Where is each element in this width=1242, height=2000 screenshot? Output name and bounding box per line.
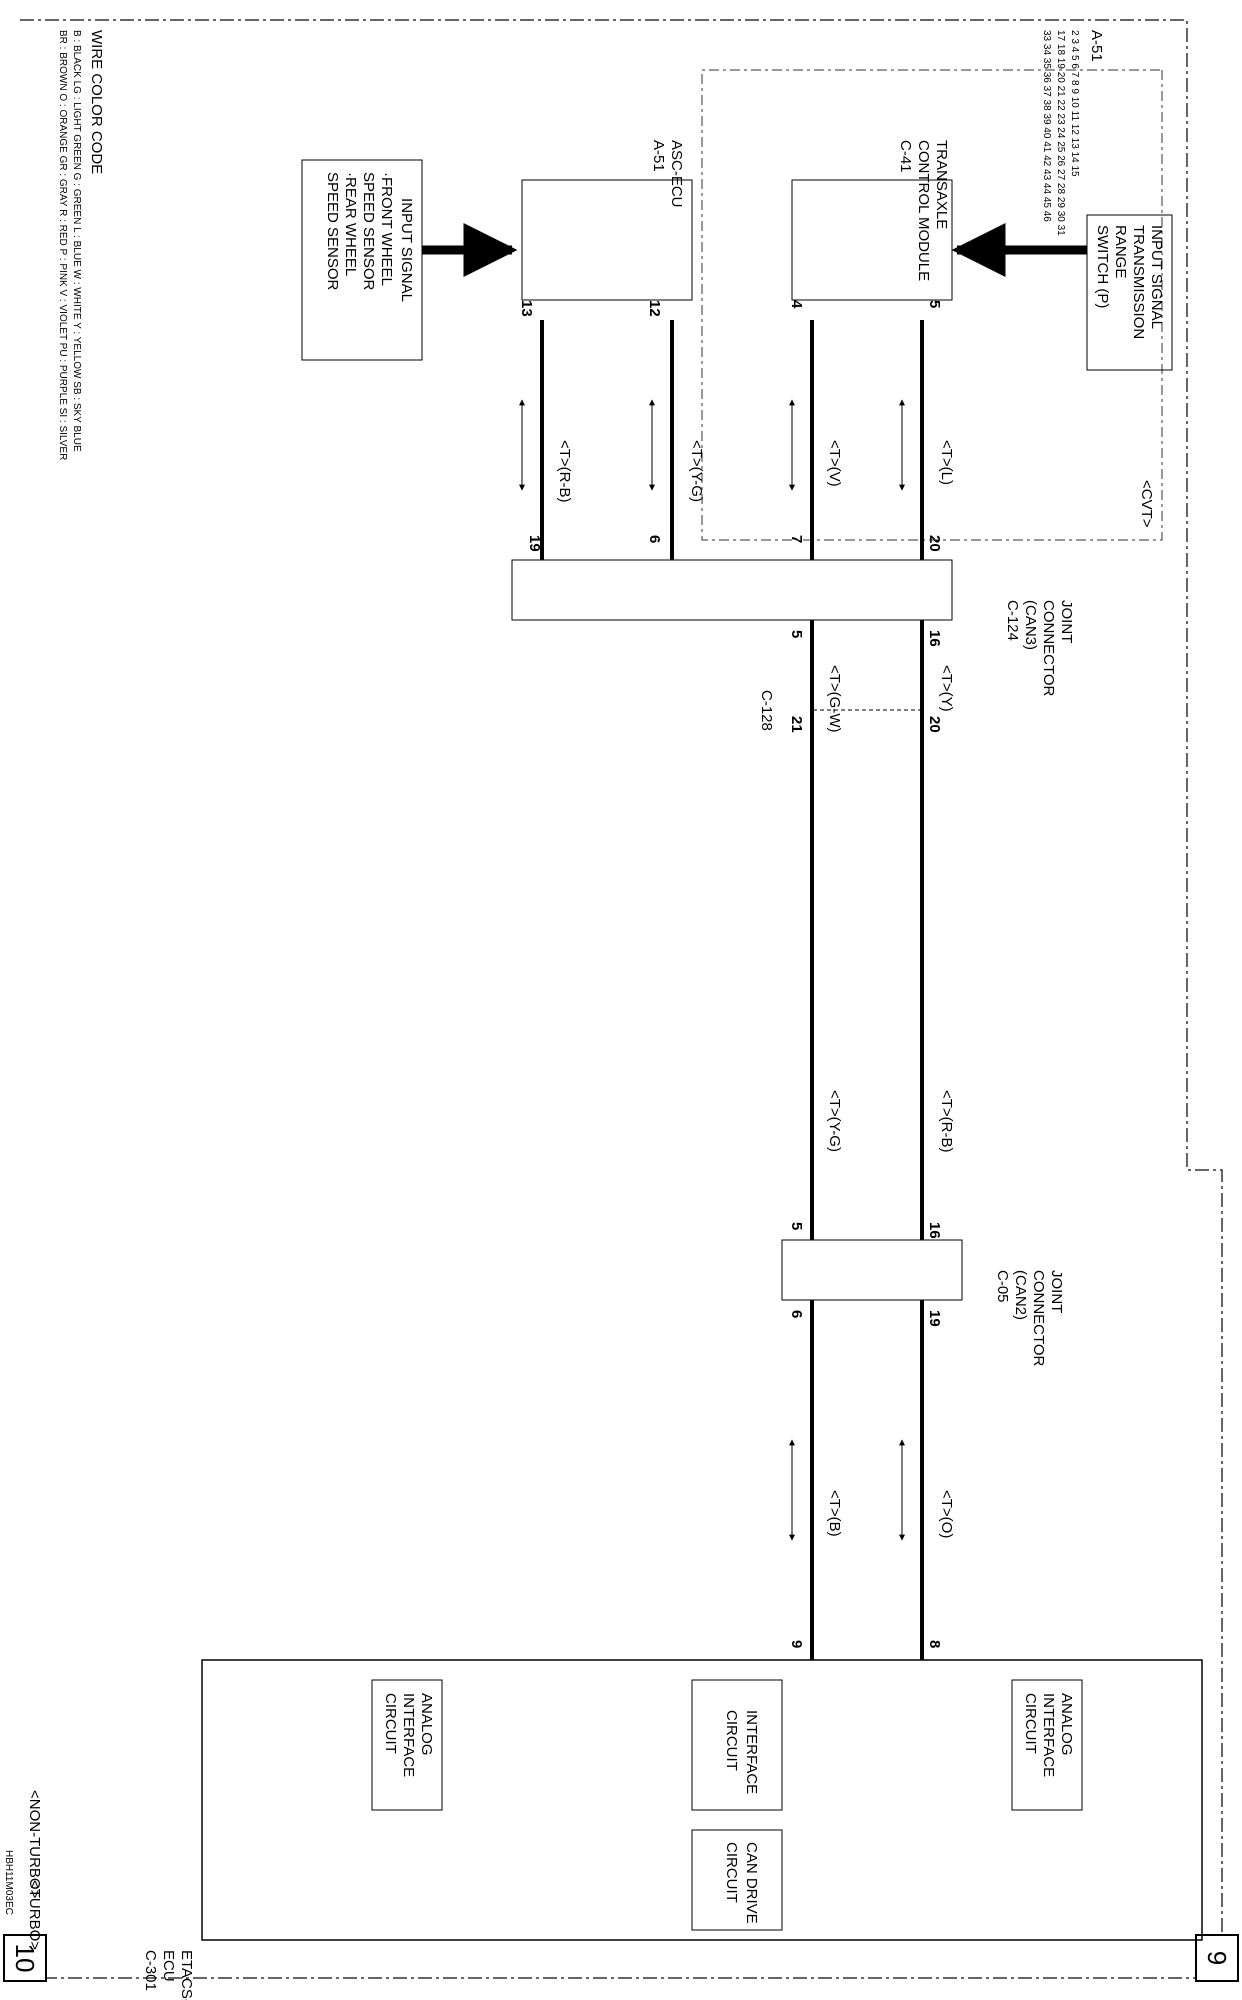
tcm-label: TRANSAXLE [933, 140, 950, 229]
pin-label: 20 [926, 535, 943, 552]
joint-can3-label: (CAN3) [1022, 600, 1039, 650]
wire-label: <T>(R-B) [556, 440, 573, 503]
analog-label: CIRCUIT [1022, 1693, 1039, 1754]
analog-label: CIRCUIT [382, 1693, 399, 1754]
analog-label: INTERFACE [1040, 1693, 1057, 1777]
transmission-range-switch [1086, 214, 1173, 371]
pin-label: 12 [646, 300, 663, 317]
wheel-input: ·FRONT WHEEL [378, 172, 395, 286]
range-switch-label: RANGE [1112, 225, 1129, 278]
pin-label: 6 [646, 535, 663, 543]
interface-label: CIRCUIT [723, 1710, 740, 1771]
pin-label: 9 [788, 1640, 805, 1648]
pin-label: 6 [788, 1310, 805, 1318]
joint-connector-can3 [511, 559, 953, 621]
asc-conn: A-51 [650, 140, 667, 172]
analog-interface-circuit-right [371, 1679, 443, 1811]
wheel-input: ·REAR WHEEL [342, 172, 359, 276]
connector-charts: A-51 2 3 4 5 6 7 8 9 10 11 12 13 14 15 1… [3, 30, 1105, 1915]
etacs-ecu-box [201, 1659, 1203, 1941]
range-switch-label: INPUT SIGNAL [1148, 225, 1165, 329]
joint-can3-label: CONNECTOR [1040, 600, 1057, 697]
page-10-variant: <TURBO> [26, 1880, 43, 1950]
conn-a51-row: 2 3 4 5 6 7 8 9 10 11 12 13 14 15 [1069, 30, 1080, 177]
analog-interface-circuit-left [1011, 1679, 1083, 1811]
pin-label: 21 [788, 716, 805, 733]
doc-code: HBH11M03EC [3, 1850, 14, 1915]
analog-label: ANALOG [1058, 1693, 1075, 1756]
wire-label: <T>(Y-G) [688, 440, 705, 502]
wire-label: <T>(L) [938, 440, 955, 485]
page-9-frame [20, 19, 1223, 1979]
pin-label: 19 [526, 535, 543, 552]
wheel-speed-input-box [301, 159, 423, 361]
page-10-turbo: 10 <TURBO> [3, 1880, 47, 1982]
analog-label: INTERFACE [400, 1693, 417, 1777]
page-9-variant: <NON-TURBO> [26, 1790, 43, 1899]
pin-label: 5 [788, 630, 805, 638]
page-9-non-turbo: 9 <NON-TURBO> ETACS- ECU C-301 ANALOG IN… [20, 19, 1239, 2000]
analog-label: ANALOG [418, 1693, 435, 1756]
wire-label: <T>(B) [826, 1490, 843, 1537]
cvt-dashed-region [701, 69, 1163, 541]
wire-label: <T>(Y-G) [826, 1090, 843, 1152]
joint-can3-conn: C-124 [1004, 600, 1021, 641]
conn-a51-row: 33 34 35 36 37 38 39 40 41 42 43 44 45 4… [1041, 30, 1052, 222]
joint-can2-conn: C-05 [994, 1270, 1011, 1303]
pin-label: 7 [788, 535, 805, 543]
joint-connector-can2 [781, 1239, 963, 1301]
pin-label: 19 [926, 1310, 943, 1327]
can-drive-label: CAN DRIVE [743, 1842, 760, 1924]
range-switch-label: SWITCH (P) [1094, 225, 1111, 308]
wheel-input: SPEED SENSOR [360, 172, 377, 291]
pin-label: 20 [926, 716, 943, 733]
tcm-label: CONTROL MODULE [915, 140, 932, 281]
pin-label: 4 [788, 300, 805, 309]
wire-label: <T>(G-W) [826, 665, 843, 733]
wire-color-title: WIRE COLOR CODE [88, 30, 105, 174]
joint-can3-label: JOINT [1058, 600, 1075, 643]
wire-label: <T>(O) [938, 1490, 955, 1538]
wire-label: <T>(R-B) [938, 1090, 955, 1153]
interface-circuit [691, 1679, 783, 1811]
can-drive-circuit [691, 1829, 783, 1931]
wire-color-line: BR : BROWN O : ORANGE GR : GRAY R : RED … [57, 30, 68, 460]
etacs-ecu-label-2: ECU [160, 1950, 177, 1982]
page-9-number-box [1195, 1934, 1239, 1982]
page-10-number-box [3, 1934, 47, 1982]
can-drive-label: CIRCUIT [723, 1842, 740, 1903]
wheel-input: SPEED SENSOR [324, 172, 341, 291]
interface-label: INTERFACE [743, 1710, 760, 1794]
c128-conn-tag: C-128 [758, 690, 775, 731]
pin-label: 5 [788, 1222, 805, 1230]
pin-label: 16 [926, 630, 943, 647]
pin-label: 16 [926, 1222, 943, 1239]
etacs-ecu-label: ETACS- [178, 1950, 195, 2000]
etacs-conn-tag: C-301 [142, 1950, 159, 1991]
wire-label: <T>(Y) [938, 665, 955, 712]
page-9-number: 9 [1202, 1951, 1232, 1965]
joint-can2-label: JOINT [1048, 1270, 1065, 1313]
input-signal-label: INPUT SIGNAL [398, 198, 415, 302]
pin-label: 5 [926, 300, 943, 308]
wire-color-line: B : BLACK LG : LIGHT GREEN G : GREEN L :… [71, 30, 82, 452]
wire-label: <T>(V) [826, 440, 843, 487]
joint-can2-label: CONNECTOR [1030, 1270, 1047, 1367]
range-switch-label: TRANSMISSION [1130, 225, 1147, 339]
asc-ecu-label: ASC-ECU [668, 140, 685, 208]
page-10-number: 10 [10, 1944, 40, 1973]
conn-a51-id: A-51 [1088, 30, 1105, 62]
cvt-label: <CVT> [1138, 480, 1155, 528]
tcm-conn: C-41 [897, 140, 914, 173]
pin-label: 8 [926, 1640, 943, 1648]
conn-a51-row: 17 18 19 20 21 22 23 24 25 26 27 28 29 3… [1055, 30, 1066, 236]
pin-label: 13 [518, 300, 535, 317]
asc-ecu-box [521, 179, 693, 301]
joint-can2-label: (CAN2) [1012, 1270, 1029, 1320]
